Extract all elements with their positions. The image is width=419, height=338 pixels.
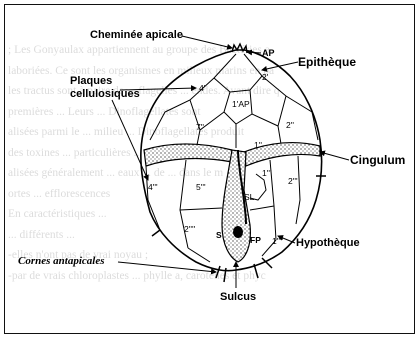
plate-4triprime: 4''' xyxy=(148,182,158,192)
label-cheminee-apicale: Cheminée apicale xyxy=(90,29,183,41)
plate-2dblprime: 2'' xyxy=(286,120,294,130)
plate-fp: FP xyxy=(250,235,261,245)
plate-s: S xyxy=(216,230,222,240)
label-epitheque: Epithèque xyxy=(298,55,356,69)
plate-5triprime: 5''' xyxy=(196,182,206,192)
flagellar-pore xyxy=(233,226,243,238)
sulcus-groove xyxy=(222,150,250,262)
arrow-cheminee xyxy=(182,36,232,48)
label-cornes-antapicales: Cornes antapicales xyxy=(18,255,104,267)
label-ap: AP xyxy=(262,48,275,58)
plate-2quadprime: 2'''' xyxy=(184,224,196,234)
plate-2triprime: 2''' xyxy=(288,176,298,186)
label-sulcus: Sulcus xyxy=(220,291,256,303)
arrow-cornes xyxy=(118,262,216,272)
arrow-epitheque xyxy=(262,62,298,70)
plate-2prime: 2' xyxy=(262,72,269,82)
plate-1ap: 1'AP xyxy=(232,99,250,109)
plate-1triprime: 1''' xyxy=(262,168,272,178)
apical-chimney xyxy=(232,44,247,53)
label-hypotheque: Hypothèque xyxy=(296,237,360,249)
label-plaques: Plaques xyxy=(70,75,112,87)
arrow-cingulum xyxy=(320,152,349,160)
cingulum-band xyxy=(144,144,232,166)
plate-4prime: 4' xyxy=(199,83,206,93)
plate-sl: SL xyxy=(244,192,255,202)
plate-1dblprime: 1'' xyxy=(254,140,262,150)
arrow-ap xyxy=(247,52,261,53)
label-cingulum: Cingulum xyxy=(350,153,405,167)
plate-7dblprime: 7'' xyxy=(196,122,204,132)
